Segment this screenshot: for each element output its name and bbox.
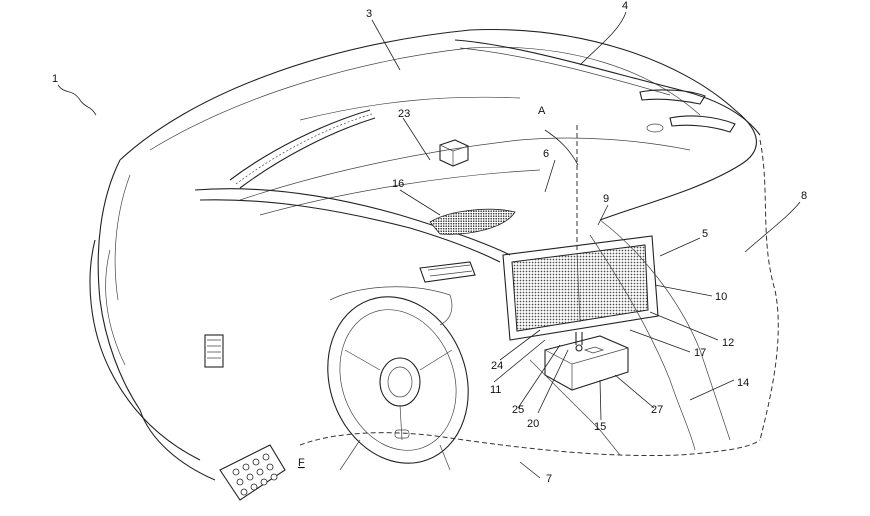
left-side-panel [89, 239, 201, 461]
right-vent-upper [639, 89, 706, 105]
label-11: 11 [490, 384, 501, 396]
label-5: 5 [702, 228, 708, 240]
label-3: 3 [366, 8, 372, 20]
label-6: 6 [543, 148, 549, 160]
label-17: 17 [694, 347, 706, 359]
dashboard-outline [119, 28, 757, 221]
defrost-grille [229, 109, 376, 189]
label-F: F [298, 457, 305, 469]
label-12: 12 [722, 337, 734, 349]
label-25: 25 [512, 404, 524, 416]
label-A: A [538, 105, 546, 117]
dashed-boundary-bottom [299, 432, 761, 457]
steering-wheel [327, 296, 469, 464]
instrument-hood [194, 188, 511, 256]
label-24: 24 [491, 360, 503, 372]
instrument-cluster [329, 286, 453, 326]
pedal-panel [219, 444, 286, 501]
label-14: 14 [737, 377, 749, 389]
label-23: 23 [398, 108, 410, 120]
label-9: 9 [603, 193, 609, 205]
label-7: 7 [546, 473, 552, 485]
display-screen [502, 235, 659, 341]
dashboard-top-surface [149, 46, 701, 151]
label-4: 4 [622, 0, 628, 12]
sensor-box-23 [439, 139, 469, 167]
left-dash-body [97, 159, 141, 411]
leader-lines [57, 11, 801, 479]
label-15: 15 [594, 421, 606, 433]
label-20: 20 [527, 418, 539, 430]
label-10: 10 [715, 291, 727, 303]
windshield-edge [454, 39, 761, 136]
region-16 [429, 208, 516, 235]
center-vent [419, 261, 476, 283]
label-1: 1 [52, 73, 58, 85]
label-16: 16 [392, 178, 404, 190]
actuator-box [544, 335, 629, 391]
label-8: 8 [801, 190, 807, 202]
label-27: 27 [651, 404, 663, 416]
screen-mount [575, 332, 583, 345]
right-vent-lower [669, 115, 736, 133]
left-vent [204, 334, 224, 368]
dashed-boundary-right [759, 139, 779, 441]
